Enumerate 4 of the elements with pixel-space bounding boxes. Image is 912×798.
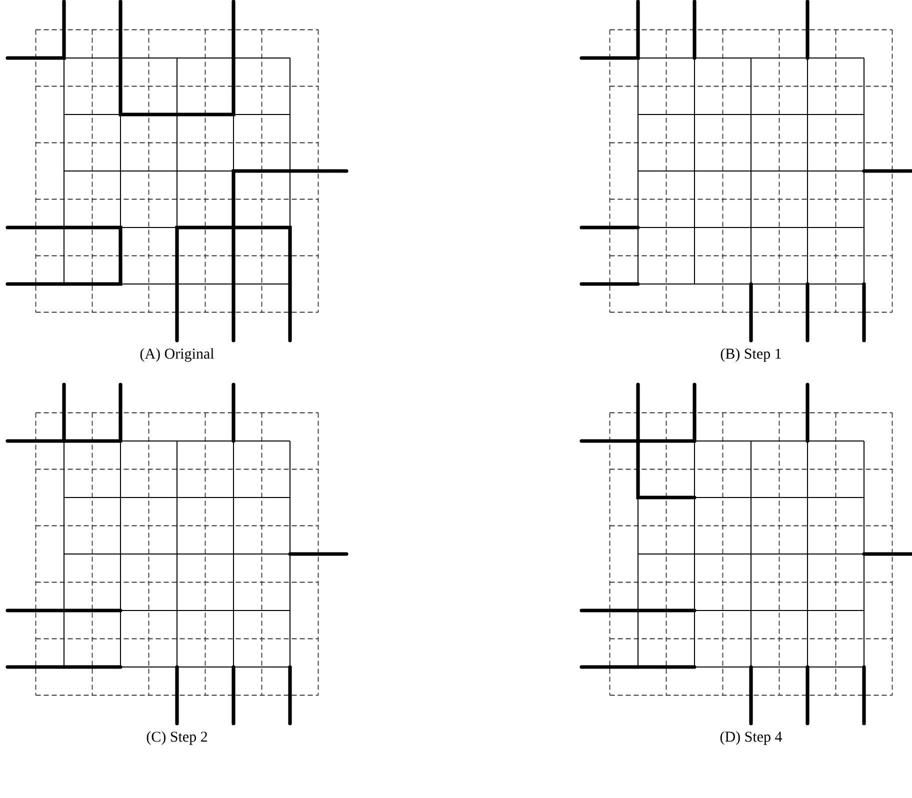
caption: (D) Step 4: [720, 731, 782, 745]
caption: (A) Original: [140, 348, 214, 362]
caption: (C) Step 2: [146, 731, 207, 745]
caption: (B) Step 1: [720, 348, 781, 362]
